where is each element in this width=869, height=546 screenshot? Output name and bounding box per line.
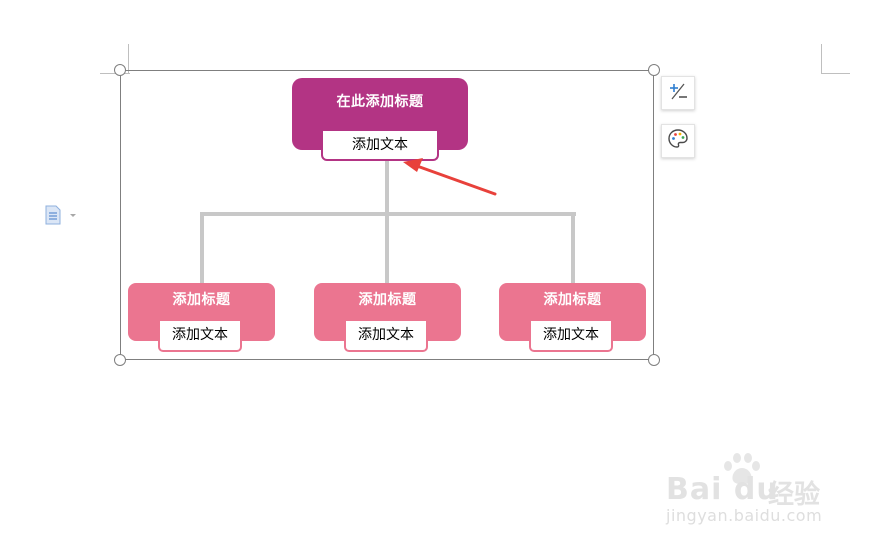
connector-child-3 (571, 212, 575, 284)
connector-root-vertical (385, 161, 389, 215)
root-text-box[interactable]: 添加文本 (321, 131, 439, 161)
child-title-1[interactable]: 添加标题 (172, 292, 231, 308)
child-node-2[interactable]: 添加标题 (314, 283, 461, 341)
resize-handle-top-right[interactable] (648, 64, 660, 76)
child-text-box-2[interactable]: 添加文本 (344, 321, 428, 352)
palette-icon (666, 127, 690, 155)
add-remove-shape-icon (666, 79, 690, 107)
add-remove-shape-button[interactable] (661, 76, 695, 110)
annotation-arrow (403, 158, 497, 196)
watermark-cn-text: 经验 (768, 480, 821, 510)
root-title[interactable]: 在此添加标题 (336, 94, 424, 110)
resize-handle-bottom-left[interactable] (114, 354, 126, 366)
crop-mark-top-right-horizontal (821, 73, 850, 74)
child-text-box-1[interactable]: 添加文本 (158, 321, 242, 352)
watermark-logo-text: Bai du (666, 472, 779, 507)
paw-logo-icon (724, 453, 760, 485)
resize-handle-bottom-right[interactable] (648, 354, 660, 366)
watermark-url: jingyan.baidu.com (666, 506, 823, 525)
paragraph-marker-icon[interactable] (45, 205, 81, 225)
child-title-3[interactable]: 添加标题 (543, 292, 602, 308)
resize-handle-top-left[interactable] (114, 64, 126, 76)
crop-mark-top-right-vertical (821, 44, 822, 74)
child-text-box-3[interactable]: 添加文本 (529, 321, 613, 352)
smartart-selection-frame[interactable] (120, 70, 654, 360)
child-title-2[interactable]: 添加标题 (358, 292, 417, 308)
connector-child-2 (385, 212, 389, 284)
connector-child-1 (200, 212, 204, 284)
crop-mark-top-left-vertical (128, 44, 129, 74)
baidu-jingyan-watermark: Bai du 经验 jingyan.baidu.com (662, 452, 832, 532)
style-palette-button[interactable] (661, 124, 695, 158)
